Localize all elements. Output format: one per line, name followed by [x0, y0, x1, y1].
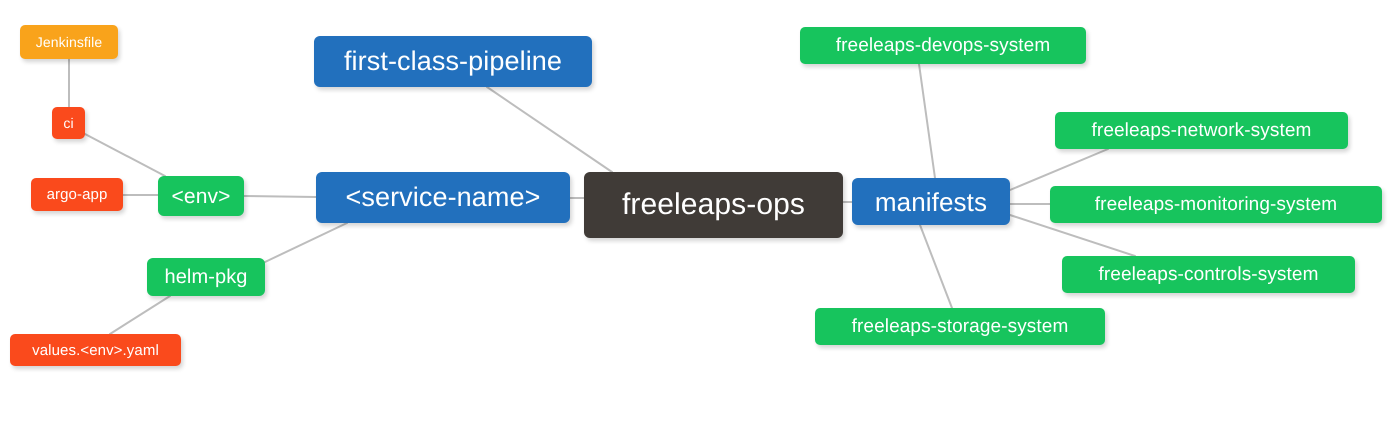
node-first-class-pipeline[interactable]: first-class-pipeline: [314, 36, 592, 87]
node-env[interactable]: <env>: [158, 176, 244, 216]
node-service-name[interactable]: <service-name>: [316, 172, 570, 223]
node-freeleaps-monitoring-system[interactable]: freeleaps-monitoring-system: [1050, 186, 1382, 223]
edge-manifests-to-freeleaps-storage-system: [919, 224, 953, 309]
edge-service-name-to-helm-pkg: [264, 222, 348, 263]
edge-manifests-to-freeleaps-devops-system: [918, 63, 936, 179]
node-ci[interactable]: ci: [52, 107, 85, 139]
node-freeleaps-network-system[interactable]: freeleaps-network-system: [1055, 112, 1348, 149]
node-helm-pkg[interactable]: helm-pkg: [147, 258, 265, 296]
edge-helm-pkg-to-values-yaml: [109, 295, 171, 335]
edge-manifests-to-freeleaps-network-system: [1009, 148, 1109, 191]
node-jenkinsfile[interactable]: Jenkinsfile: [20, 25, 118, 59]
node-freeleaps-ops[interactable]: freeleaps-ops: [584, 172, 843, 238]
edge-first-class-pipeline-to-freeleaps-ops: [486, 86, 613, 173]
node-freeleaps-controls-system[interactable]: freeleaps-controls-system: [1062, 256, 1355, 293]
node-freeleaps-devops-system[interactable]: freeleaps-devops-system: [800, 27, 1086, 64]
node-argo-app[interactable]: argo-app: [31, 178, 123, 211]
node-manifests[interactable]: manifests: [852, 178, 1010, 225]
node-freeleaps-storage-system[interactable]: freeleaps-storage-system: [815, 308, 1105, 345]
edge-env-to-service-name: [243, 195, 317, 198]
node-values-yaml[interactable]: values.<env>.yaml: [10, 334, 181, 366]
edge-ci-to-env: [84, 133, 166, 177]
